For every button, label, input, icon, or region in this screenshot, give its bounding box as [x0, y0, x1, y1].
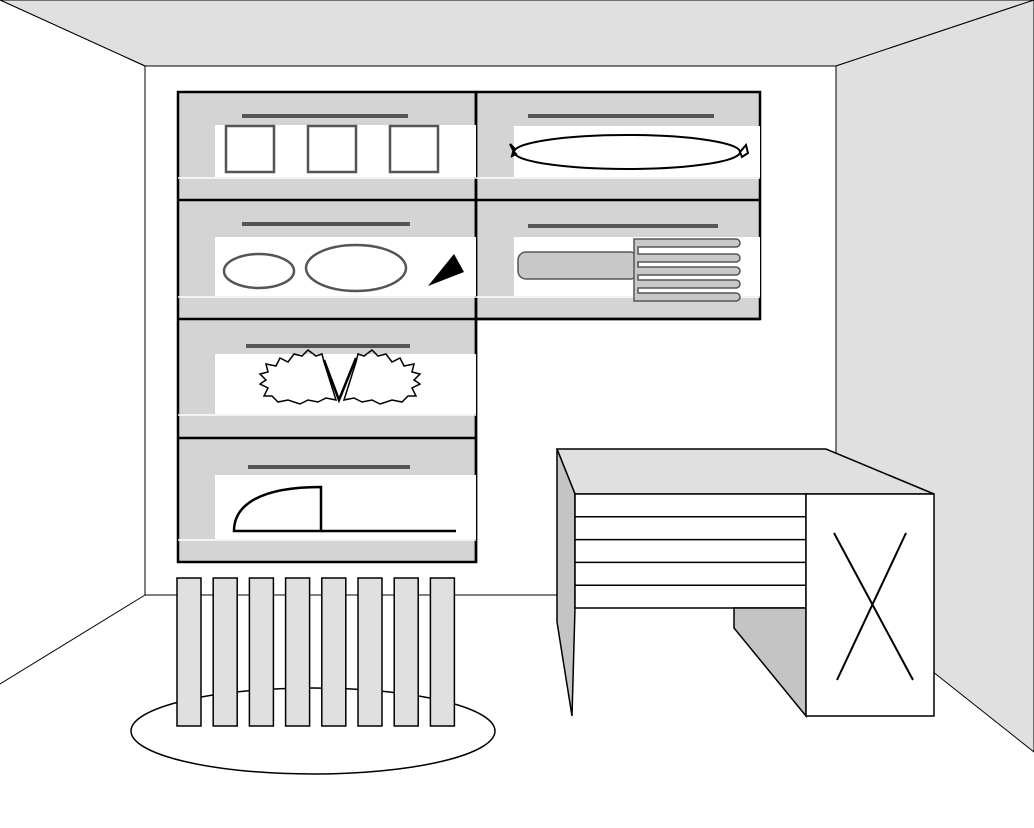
back-ceiling-edge-left [0, 0, 146, 67]
three-squares-icon [224, 124, 440, 174]
desk-left-side [556, 448, 576, 717]
radiator-fin [357, 577, 383, 727]
shelf-arc [215, 465, 476, 539]
radiator-fin [212, 577, 238, 727]
shelf-fork [514, 224, 760, 302]
shelf-window [215, 125, 476, 177]
desk-under-shadow [733, 607, 807, 719]
x-mark-icon [833, 532, 914, 681]
shelf-window [215, 475, 476, 539]
shelf-plates [215, 222, 476, 296]
shelf-squares [215, 114, 476, 177]
radiator-fin [284, 577, 311, 727]
radiator-fin [248, 577, 275, 727]
desk-front [574, 493, 807, 609]
shelving-unit [176, 90, 762, 564]
leaves-icon [258, 349, 422, 405]
shelf-leaves [215, 344, 476, 414]
arc-icon [232, 485, 456, 533]
radiator-fin [429, 577, 456, 727]
desk [555, 448, 935, 719]
radiator-fin [176, 577, 202, 727]
plates-and-cone-icon [222, 243, 464, 293]
radiator-fin [393, 577, 419, 727]
shelf-sausage [509, 114, 760, 177]
desk-cabinet [805, 493, 935, 717]
shelf-window [215, 237, 476, 296]
fork-icon [517, 238, 741, 302]
radiator [176, 577, 456, 727]
desk-drawers [575, 516, 806, 586]
left-floor-edge [0, 594, 146, 685]
radiator-area [130, 577, 496, 775]
radiator-fin [321, 577, 347, 727]
sausage-icon [509, 134, 750, 170]
